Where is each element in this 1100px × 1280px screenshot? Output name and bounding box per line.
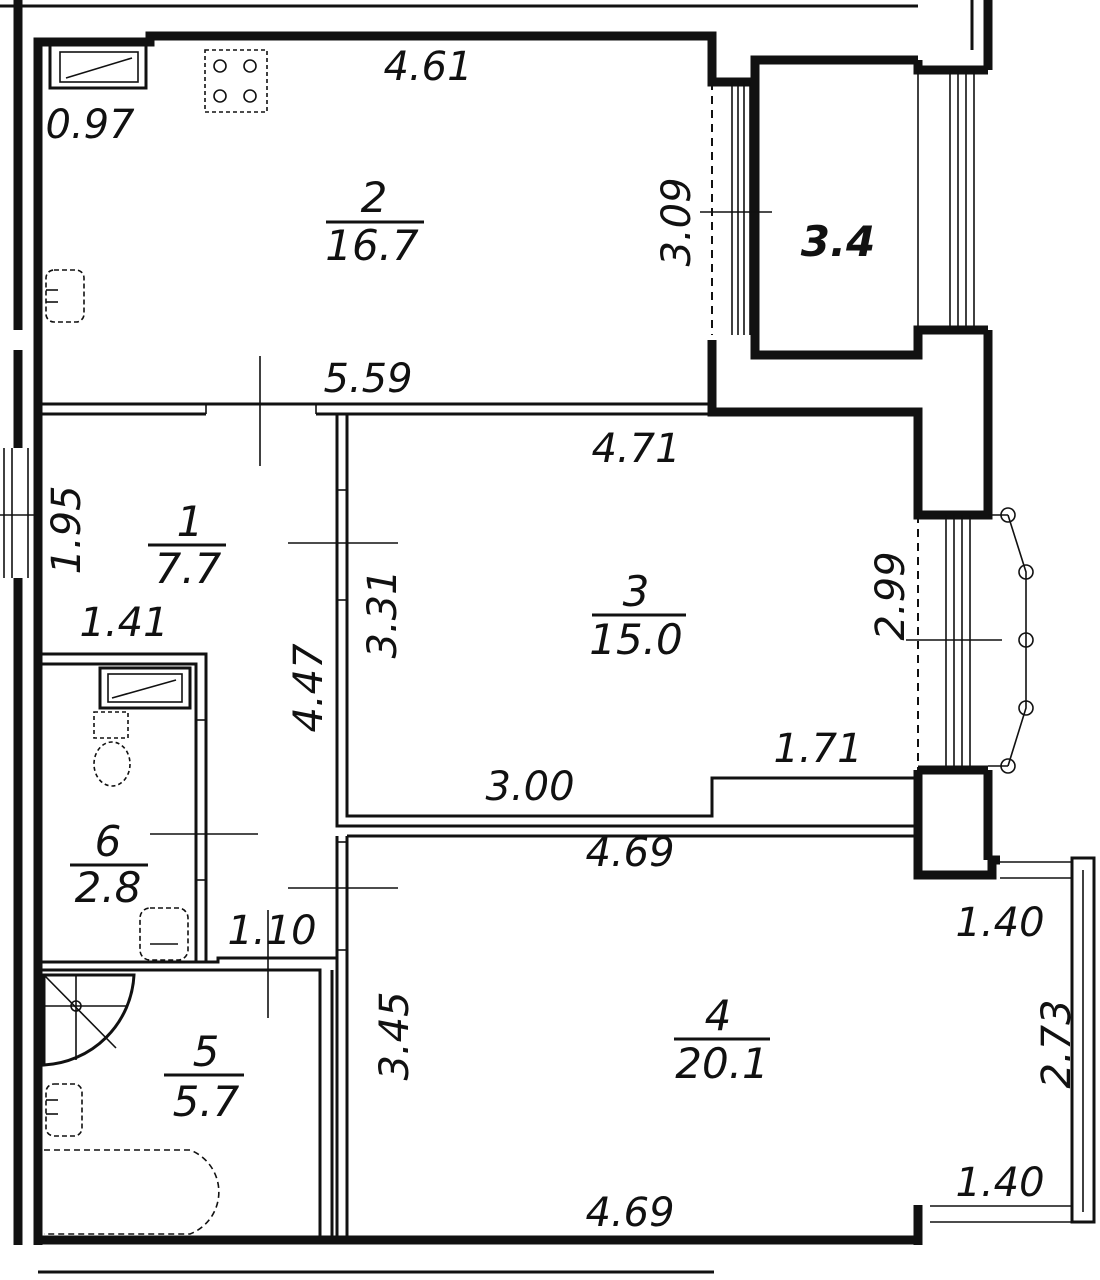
room-number-1: 1: [177, 497, 204, 546]
dim-room4-left: 3.45: [372, 991, 418, 1080]
window-kitchen-balcony: [711, 82, 751, 335]
wc-partition: [38, 652, 208, 962]
room-area-1: 7.7: [155, 544, 222, 593]
room-number-3: 3: [623, 567, 650, 616]
dim-bath-door: 1.10: [227, 908, 316, 954]
room-area-4: 20.1: [675, 1039, 769, 1088]
dim-kitchen-niche: 0.97: [45, 102, 135, 148]
wc-partition-inner: [38, 662, 198, 962]
room3-partition-inner: [345, 414, 918, 818]
axis-marks: [0, 211, 1002, 1018]
room-area-3: 15.0: [589, 615, 683, 664]
room-area-5: 5.7: [173, 1077, 240, 1126]
railing: [1000, 507, 1034, 774]
dim-room4-top: 4.69: [585, 830, 674, 876]
toilet-icon: [139, 907, 189, 961]
dim-hall-top: 1.41: [79, 600, 168, 646]
balcony-bottom-wall: [750, 325, 988, 360]
room-area-6: 2.8: [75, 863, 142, 912]
windows: [3, 70, 1034, 774]
partitions: [38, 402, 918, 1240]
toilet-icon: [45, 1083, 83, 1137]
dim-kitchen-top: 4.61: [383, 44, 472, 90]
room-number-2: 2: [361, 173, 388, 222]
dim-room3-step: 1.71: [773, 726, 862, 772]
dim-bay-top: 1.40: [955, 900, 1044, 946]
window-room3: [917, 514, 1008, 770]
dim-room3-left: 3.31: [360, 569, 406, 658]
shower-icon: [42, 973, 136, 1067]
window-hall: [3, 448, 29, 578]
dim-bay-side: 2.73: [1034, 999, 1080, 1088]
balcony-top-wall: [913, 60, 988, 75]
pier-wall: [707, 330, 993, 520]
room-label-2: 2 16.7: [325, 173, 424, 270]
dim-room4-bottom: 4.69: [585, 1190, 674, 1236]
dimension-labels: 4.61 0.97 3.09 5.59 1.95 1.41 4.47 3.31 …: [44, 44, 1080, 1236]
toilet-icon: [93, 711, 131, 787]
dim-kitchen-side: 3.09: [654, 177, 700, 266]
bath-partition: [38, 956, 337, 964]
sink-icon: [48, 42, 148, 90]
room-number-4: 4: [705, 991, 732, 1040]
balcony-area: 3.4: [801, 217, 875, 266]
bathtub-icon: [44, 1149, 220, 1235]
room-area-2: 16.7: [325, 221, 419, 270]
bay-frame: [1070, 856, 1096, 1224]
sink-icon: [98, 666, 192, 710]
chair-icon: [45, 269, 85, 323]
dim-hall-width: 1.95: [44, 485, 90, 574]
dim-bay-bottom: 1.40: [955, 1160, 1044, 1206]
room-label-3: 3 15.0: [589, 567, 686, 664]
room-number-5: 5: [193, 1027, 220, 1076]
bath-partition-inner: [38, 968, 322, 1240]
stove-icon: [204, 49, 268, 113]
room4-pier: [913, 770, 1000, 880]
kitchen-top-wall: [33, 31, 918, 92]
room-number-6: 6: [95, 817, 122, 866]
dim-room3-right: 2.99: [868, 551, 914, 640]
window-balcony-outer: [917, 70, 975, 330]
room-label-1: 1 7.7: [148, 497, 226, 593]
dim-hall-length: 4.47: [286, 643, 332, 733]
room-label-4: 4 20.1: [674, 991, 770, 1088]
room3-partition: [335, 414, 918, 828]
dim-kitchen-bottom: 5.59: [323, 356, 412, 402]
dim-room3-bottom: 3.00: [485, 764, 574, 810]
room-label-6: 6 2.8: [70, 817, 148, 912]
room-label-5: 5 5.7: [164, 1027, 244, 1126]
dim-room3-top: 4.71: [591, 426, 680, 472]
